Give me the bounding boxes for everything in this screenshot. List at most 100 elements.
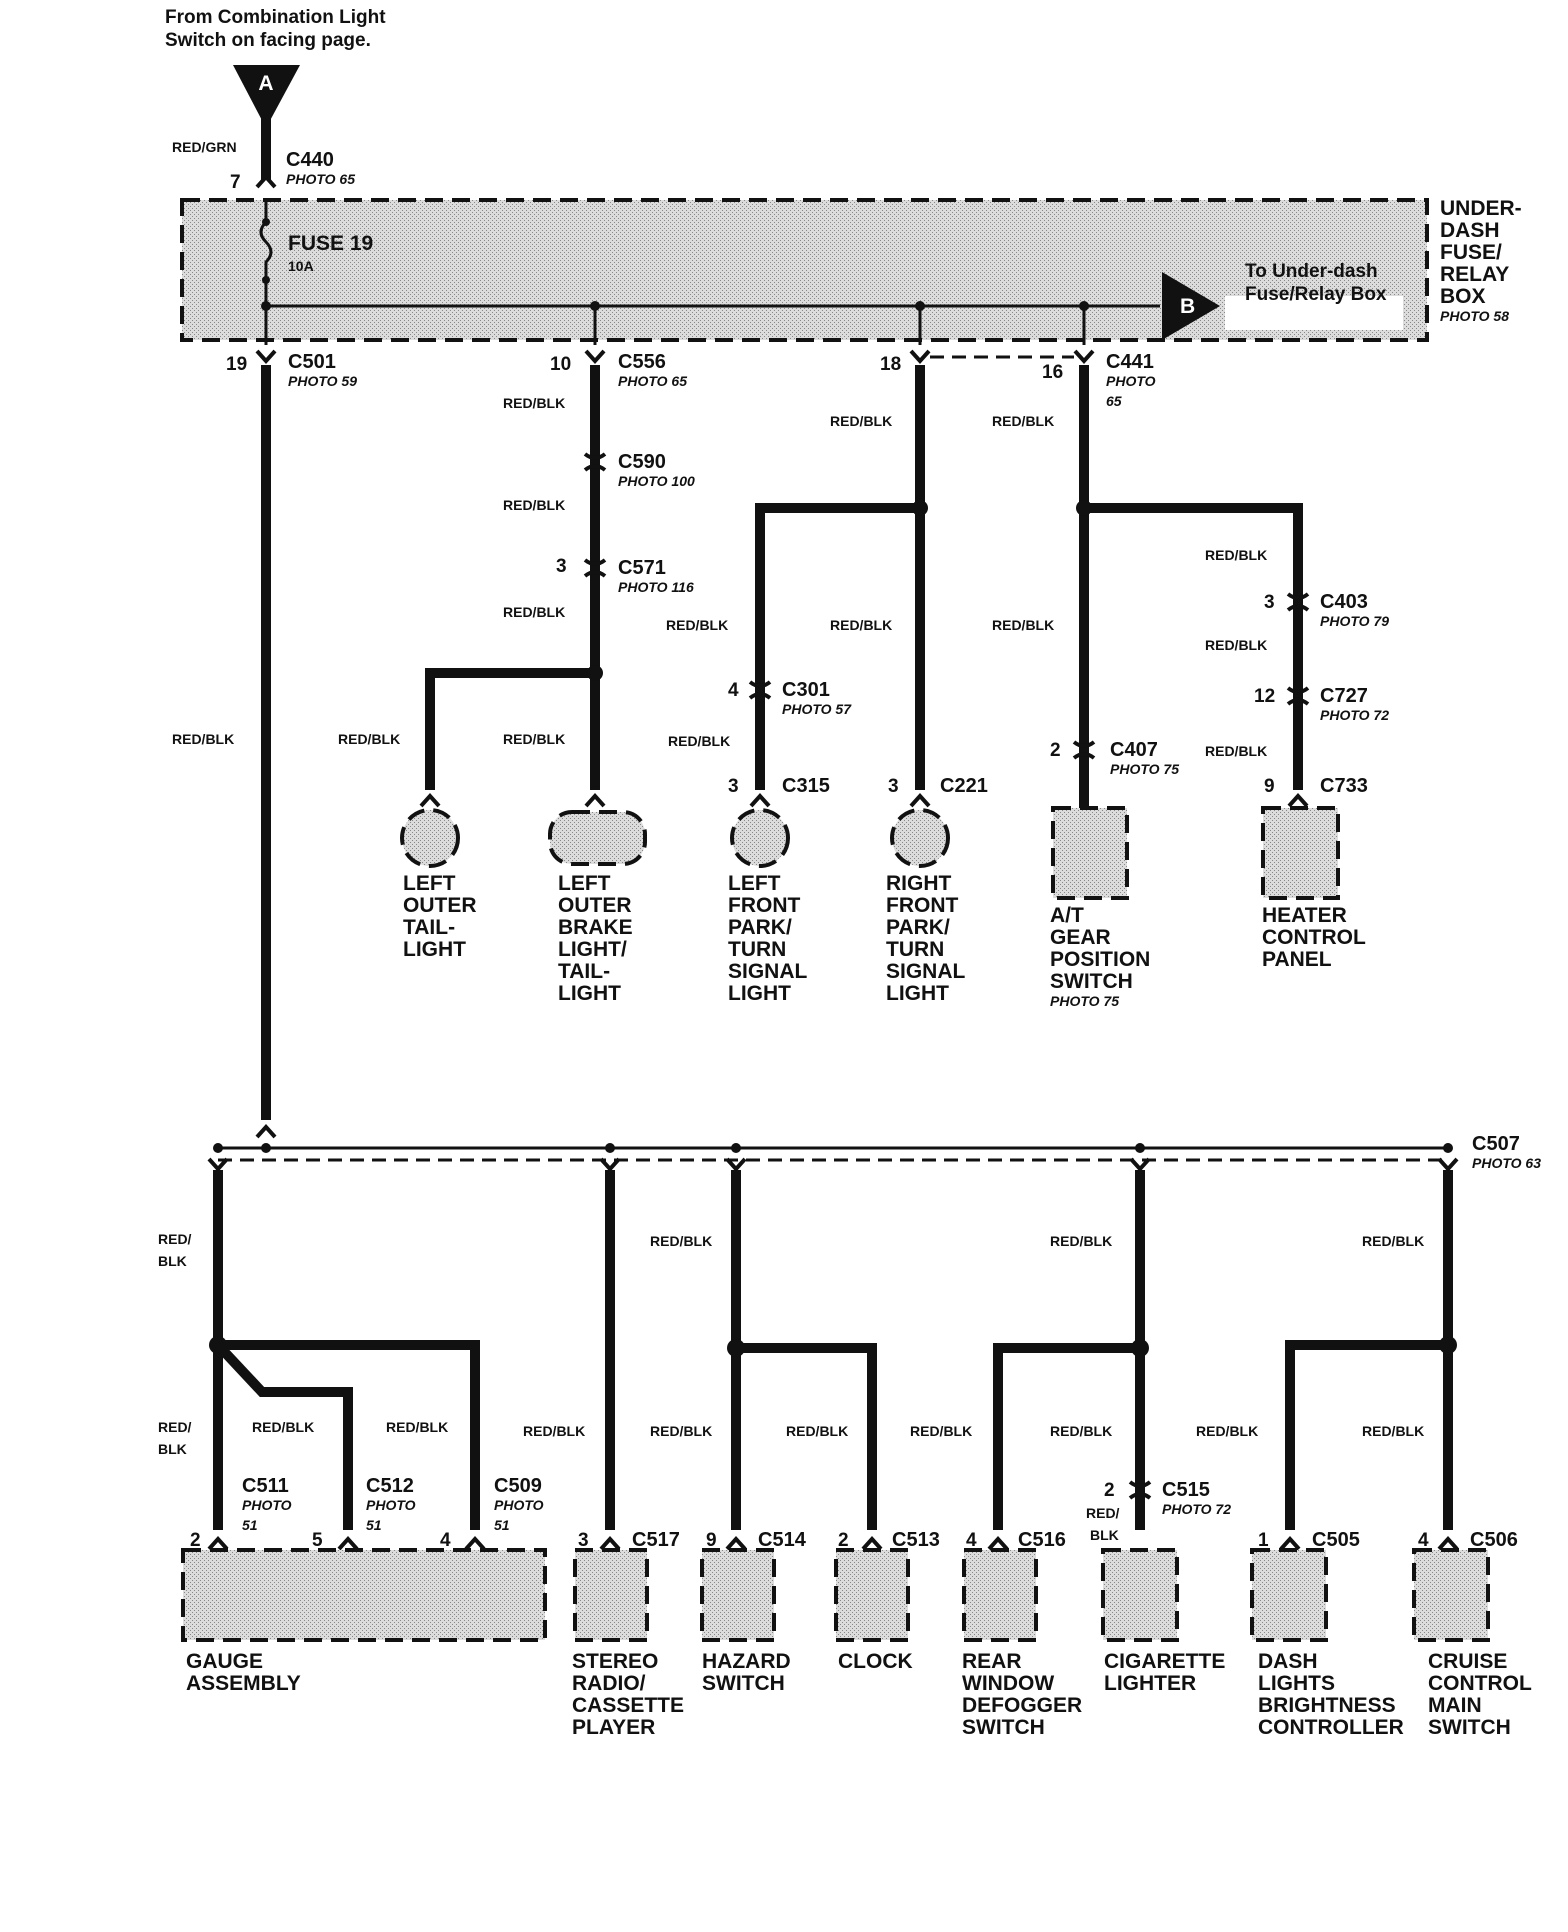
wire-label-rf: RED/BLK	[830, 617, 892, 633]
svg-text:CRUISE: CRUISE	[1428, 1650, 1507, 1673]
svg-text:HAZARD: HAZARD	[702, 1650, 791, 1673]
pin-c571: 3	[556, 556, 567, 577]
connector-c441-photo-num: 65	[1106, 393, 1122, 409]
pin-c509: 4	[440, 1530, 451, 1551]
svg-text:FRONT: FRONT	[728, 894, 800, 917]
svg-text:RADIO/: RADIO/	[572, 1672, 646, 1695]
wire-label-main-feed: RED/BLK	[172, 731, 234, 747]
connector-c511-label: C511	[242, 1475, 289, 1497]
to-marker-letter: B	[1180, 295, 1195, 318]
svg-text:GEAR: GEAR	[1050, 926, 1111, 949]
connector-c301-label: C301	[782, 679, 830, 701]
svg-text:CASSETTE: CASSETTE	[572, 1694, 684, 1717]
svg-text:LIGHT: LIGHT	[886, 982, 949, 1005]
pin-c516: 4	[966, 1530, 977, 1551]
connector-c440-photo: PHOTO 65	[286, 171, 355, 187]
wire-label-gauge-b1: RED/	[158, 1419, 192, 1435]
wire-label-c556-2: RED/BLK	[503, 497, 565, 513]
svg-text:SWITCH: SWITCH	[702, 1672, 785, 1695]
source-reference: From Combination Light Switch on facing …	[165, 7, 386, 128]
pin-c514: 9	[706, 1530, 717, 1551]
svg-text:POSITION: POSITION	[1050, 948, 1150, 971]
svg-text:PARK/: PARK/	[886, 916, 950, 939]
device-left-outer-brake-light: LEFT OUTER BRAKE LIGHT/ TAIL- LIGHT	[548, 810, 647, 1005]
wire-label-brake: RED/BLK	[503, 731, 565, 747]
connector-c501-label: C501	[288, 351, 336, 373]
wire-label-gauge-c509: RED/BLK	[386, 1419, 448, 1435]
pin-c221: 3	[888, 776, 899, 797]
fuse-box-photo: PHOTO 58	[1440, 308, 1509, 324]
svg-text:LEFT: LEFT	[728, 872, 781, 895]
svg-text:LIGHT/: LIGHT/	[558, 938, 627, 961]
svg-text:LIGHT: LIGHT	[558, 982, 621, 1005]
wire-dash-lights	[1285, 1340, 1448, 1530]
fuse-19-symbol	[259, 200, 273, 280]
connector-c407-photo: PHOTO 75	[1110, 761, 1179, 777]
wire-label-c556-1: RED/BLK	[503, 395, 565, 411]
device-right-front-park-turn: 3 C221 RIGHT FRONT PARK/ TURN SIGNAL LIG…	[886, 775, 988, 1005]
connector-18-symbol	[909, 349, 931, 363]
pin-c407: 2	[1050, 740, 1061, 761]
wire-label-c441-1: RED/BLK	[992, 413, 1054, 429]
pin-c733: 9	[1264, 776, 1275, 797]
svg-text:CONTROL: CONTROL	[1262, 926, 1366, 949]
connector-c556-symbol	[584, 349, 606, 363]
wire-label-gauge-c512: RED/BLK	[252, 1419, 314, 1435]
connector-c514-label: C514	[758, 1529, 807, 1551]
svg-text:RIGHT: RIGHT	[886, 872, 952, 895]
fuse-box-name-4: RELAY	[1440, 263, 1509, 286]
svg-text:PLAYER: PLAYER	[572, 1716, 655, 1739]
fuse-box-name-5: BOX	[1440, 285, 1486, 308]
wire-label-18-1: RED/BLK	[830, 413, 892, 429]
connector-c590-label: C590	[618, 451, 666, 473]
pin-c506: 4	[1418, 1530, 1429, 1551]
fuse-box-name-3: FUSE/	[1440, 241, 1502, 264]
svg-text:A/T: A/T	[1050, 904, 1084, 927]
svg-text:PARK/: PARK/	[728, 916, 792, 939]
fuse-box-name-1: UNDER-	[1440, 197, 1522, 220]
connector-c727-label: C727	[1320, 685, 1368, 707]
svg-text:SWITCH: SWITCH	[1050, 970, 1133, 993]
wire-label-heater-1: RED/BLK	[1205, 547, 1267, 563]
wire-label-clock: RED/BLK	[786, 1423, 848, 1439]
fuse-box-name-2: DASH	[1440, 219, 1500, 242]
device-rear-window-defogger-switch: 4 C516 REAR WINDOW DEFOGGER SWITCH	[962, 1529, 1082, 1739]
svg-text:SIGNAL: SIGNAL	[728, 960, 808, 983]
connector-c221-label: C221	[940, 775, 988, 797]
wire-label-input: RED/GRN	[172, 139, 237, 155]
connector-c441-symbol	[1073, 349, 1095, 363]
wire-heater	[1084, 503, 1303, 790]
device-at-gear-position-switch: A/T GEAR POSITION SWITCH PHOTO 75	[1050, 806, 1150, 1009]
device-gauge-assembly: GAUGE ASSEMBLY	[181, 1548, 547, 1695]
connector-c517-label: C517	[632, 1529, 680, 1551]
svg-text:CONTROL: CONTROL	[1428, 1672, 1532, 1695]
svg-text:PHOTO 75: PHOTO 75	[1050, 993, 1119, 1009]
pin-c315: 3	[728, 776, 739, 797]
connector-c440-label: C440	[286, 149, 334, 171]
device-hazard-switch: 9 C514 HAZARD SWITCH	[700, 1529, 807, 1695]
connector-c733-label: C733	[1320, 775, 1368, 797]
wire-label-defog: RED/BLK	[910, 1423, 972, 1439]
device-cruise-control-main-switch: 4 C506 CRUISE CONTROL MAIN SWITCH	[1412, 1529, 1532, 1739]
wire-gauge-c509	[218, 1340, 480, 1530]
connector-c407-label: C407	[1110, 739, 1158, 761]
pin-c556: 10	[550, 354, 571, 375]
connector-c315-label: C315	[782, 775, 830, 797]
svg-text:STEREO: STEREO	[572, 1650, 658, 1673]
wire-label-dash: RED/BLK	[1196, 1423, 1258, 1439]
svg-text:TURN: TURN	[886, 938, 944, 961]
connector-c509-label: C509	[494, 1475, 542, 1497]
connector-c590-photo: PHOTO 100	[618, 473, 695, 489]
svg-text:CONTROLLER: CONTROLLER	[1258, 1716, 1404, 1739]
pin-18: 18	[880, 354, 901, 375]
wire-label-c556-3: RED/BLK	[503, 604, 565, 620]
pin-c501: 19	[226, 354, 247, 375]
connector-c509-photo: PHOTO	[494, 1497, 544, 1513]
wire-rear-defogger	[993, 1343, 1140, 1530]
wire-label-hazard-1: RED/BLK	[650, 1233, 712, 1249]
svg-text:CLOCK: CLOCK	[838, 1650, 913, 1673]
connector-c301-photo: PHOTO 57	[782, 701, 852, 717]
to-label-line1: To Under-dash	[1245, 261, 1378, 282]
source-marker-letter: A	[258, 72, 273, 95]
